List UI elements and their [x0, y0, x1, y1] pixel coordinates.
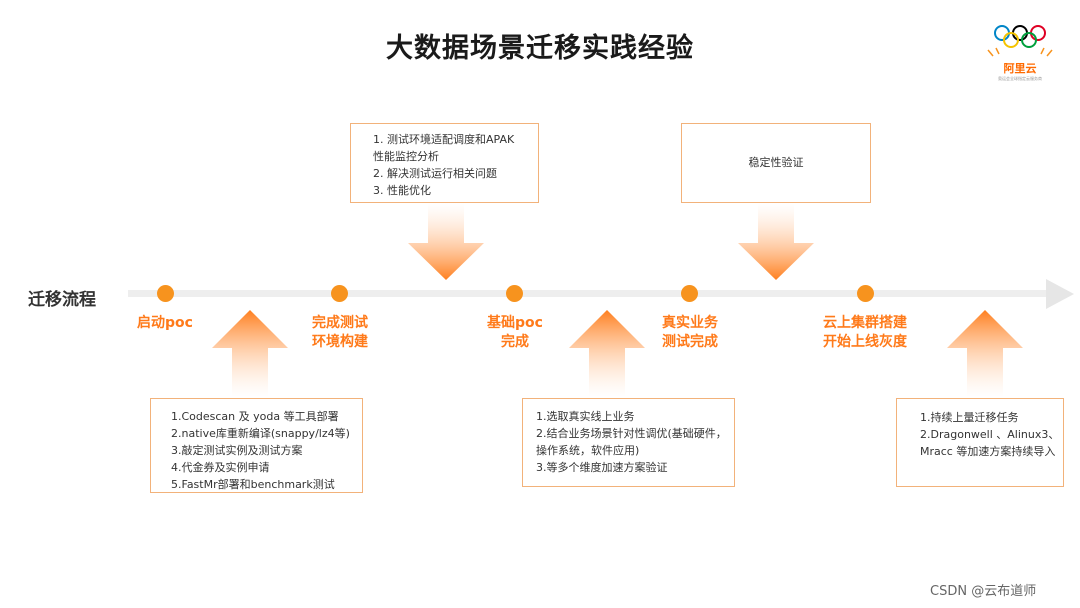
box-line: 5.FastMr部署和benchmark测试	[171, 478, 335, 491]
milestone-line: 环境构建	[312, 334, 368, 350]
milestone-label: 云上集群搭建 开始上线灰度	[805, 314, 925, 352]
down-arrow	[738, 203, 814, 280]
aliyun-logo-text: 阿里云	[1003, 62, 1037, 75]
box-line: 2.结合业务场景针对性调优(基础硬件，	[536, 427, 727, 440]
box-line: 2.Dragonwell 、Alinux3、	[920, 428, 1060, 441]
milestone-line: 云上集群搭建	[823, 315, 907, 331]
milestone-dot	[681, 285, 698, 302]
box-line: 1. 测试环境适配调度和APAK	[373, 133, 515, 146]
down-arrow	[408, 203, 484, 280]
box-line: 3.等多个维度加速方案验证	[536, 461, 668, 474]
up-arrow	[947, 310, 1023, 397]
milestone-label: 真实业务 测试完成	[630, 314, 750, 352]
info-box-real-business: 1.选取真实线上业务 2.结合业务场景针对性调优(基础硬件， 操作系统，软件应用…	[522, 398, 735, 487]
milestone-line: 基础poc	[487, 315, 543, 331]
info-box-testing: 1. 测试环境适配调度和APAK 性能监控分析 2. 解决测试运行相关问题 3.…	[350, 123, 539, 203]
box-line: 性能监控分析	[373, 150, 439, 163]
milestone-label: 启动poc	[105, 314, 225, 333]
flow-label: 迁移流程	[28, 290, 96, 310]
page-title: 大数据场景迁移实践经验	[386, 33, 694, 64]
info-box-poc-start: 1.Codescan 及 yoda 等工具部署 2.native库重新编译(sn…	[150, 398, 363, 493]
box-line: 操作系统，软件应用)	[536, 444, 640, 457]
milestone-dot	[157, 285, 174, 302]
box-line: 1.持续上量迁移任务	[920, 411, 1019, 424]
milestone-line: 开始上线灰度	[823, 334, 907, 350]
milestone-label: 基础poc 完成	[455, 314, 575, 352]
box-line: 3. 性能优化	[373, 184, 431, 197]
csdn-watermark: CSDN @云布道师	[930, 584, 1037, 599]
box-line: 2.native库重新编译(snappy/lz4等)	[171, 427, 350, 440]
aliyun-logo-subtext: 奥运会全球指定云服务商	[998, 76, 1042, 81]
box-line: 1.Codescan 及 yoda 等工具部署	[171, 410, 339, 423]
milestone-line: 完成	[501, 334, 529, 350]
timeline-arrowhead	[1046, 279, 1074, 309]
milestone-dot	[506, 285, 523, 302]
milestone-line: 测试完成	[662, 334, 718, 350]
box-line: Mracc 等加速方案持续导入	[920, 445, 1056, 458]
milestone-dot	[857, 285, 874, 302]
info-box-stability: 稳定性验证	[681, 123, 871, 203]
milestone-dot	[331, 285, 348, 302]
milestone-label: 完成测试 环境构建	[280, 314, 400, 352]
up-arrow	[212, 310, 288, 397]
milestone-line: 完成测试	[312, 315, 368, 331]
box-line: 4.代金券及实例申请	[171, 461, 270, 474]
box-line: 1.选取真实线上业务	[536, 410, 635, 423]
info-box-cloud-cluster: 1.持续上量迁移任务 2.Dragonwell 、Alinux3、 Mracc …	[896, 398, 1064, 487]
milestone-line: 真实业务	[662, 315, 718, 331]
milestone-line: 启动poc	[137, 315, 193, 331]
box-line: 3.敲定测试实例及测试方案	[171, 444, 303, 457]
olympic-rings-logo	[987, 25, 1053, 57]
timeline-bar	[128, 290, 1048, 297]
box-line: 稳定性验证	[748, 156, 804, 169]
up-arrow	[569, 310, 645, 397]
box-line: 2. 解决测试运行相关问题	[373, 167, 497, 180]
